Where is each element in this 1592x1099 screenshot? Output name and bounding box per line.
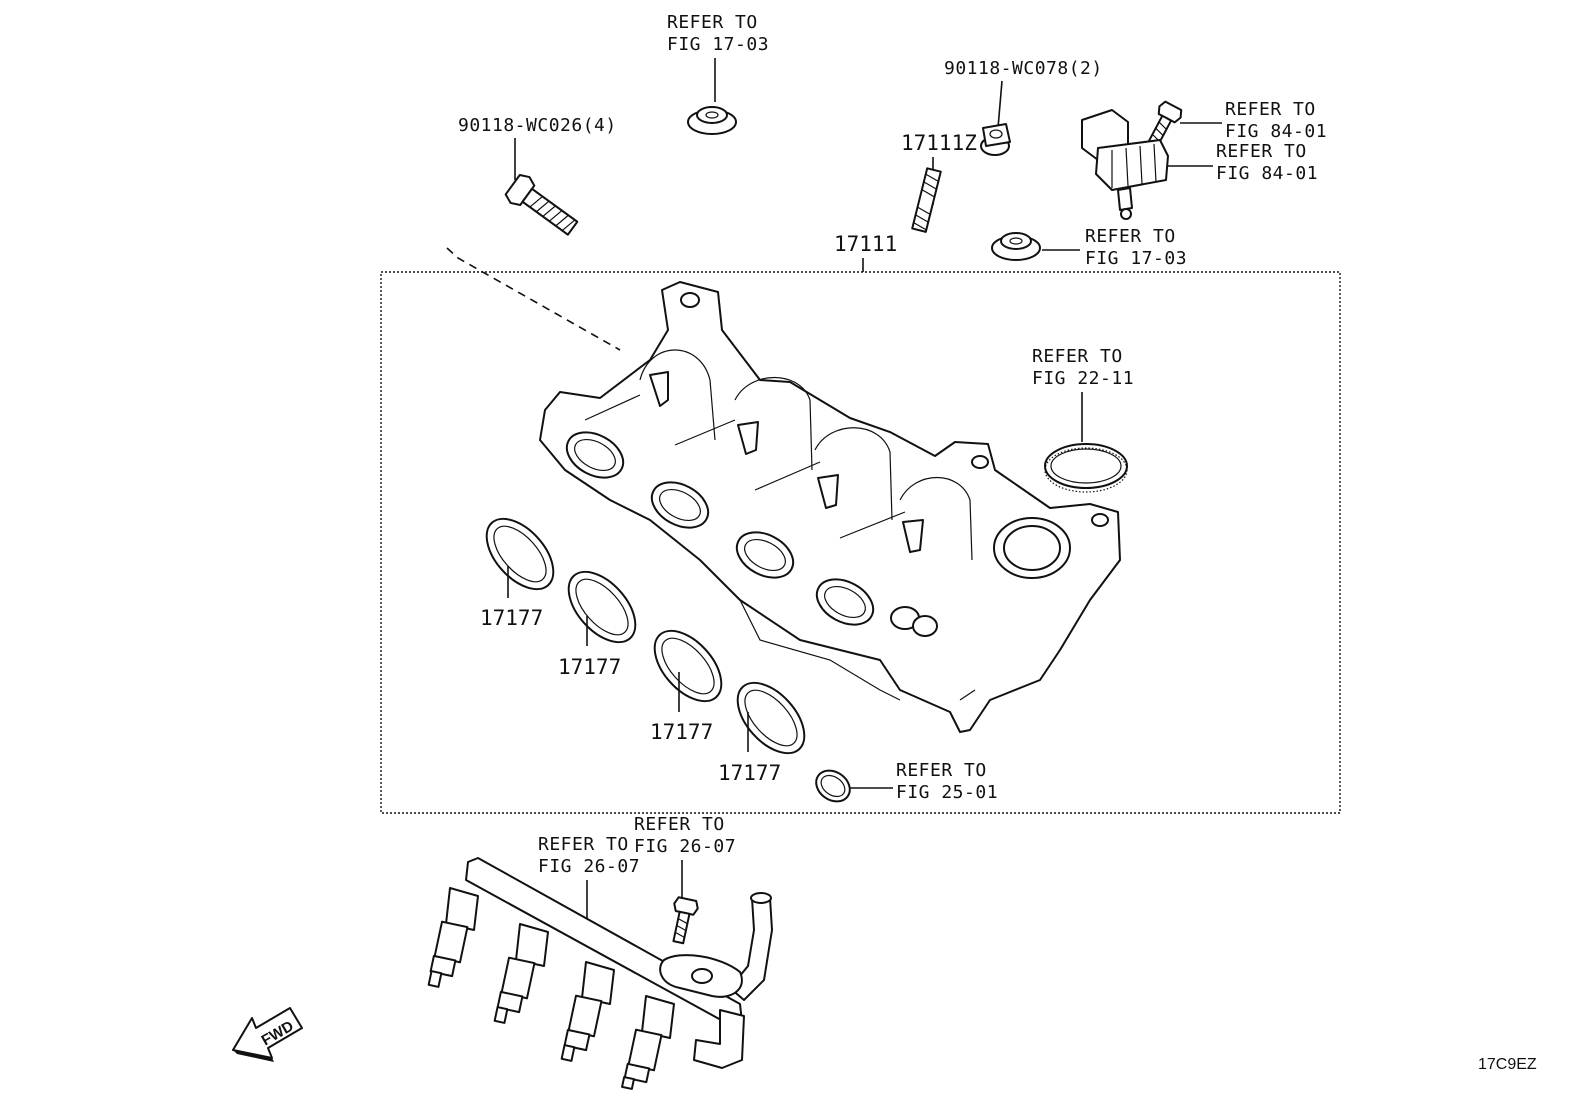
dashed-install-line (446, 247, 621, 351)
callout-manifold-part-number[interactable]: 17111 (834, 232, 897, 256)
callout-gasket-part-number[interactable]: 17177 (480, 606, 543, 630)
callout-refer-fig-84-01-b[interactable]: REFER TO FIG 84-01 (1216, 141, 1318, 184)
bolt-icon (504, 174, 579, 236)
assembly-box (380, 271, 1341, 814)
callout-text: FIG 84-01 (1216, 163, 1318, 184)
drawing-code: 17C9EZ (1478, 1056, 1537, 1073)
callout-refer-fig-17-03-top[interactable]: REFER TO FIG 17-03 (667, 12, 769, 55)
callout-text: FIG 22-11 (1032, 368, 1134, 389)
callout-gasket-part-number[interactable]: 17177 (650, 720, 713, 744)
callout-text: REFER TO (1216, 141, 1307, 162)
rail-bolt-icon (672, 896, 699, 945)
callout-refer-fig-25-01[interactable]: REFER TO FIG 25-01 (896, 760, 998, 803)
seal-ring-icon (1044, 443, 1128, 493)
pressure-sensor-icon (1081, 109, 1169, 220)
callout-text: REFER TO (634, 814, 725, 835)
callout-refer-fig-17-03-right[interactable]: REFER TO FIG 17-03 (1085, 226, 1187, 269)
callout-text: REFER TO (538, 834, 629, 855)
callout-gasket-part-number[interactable]: 17177 (718, 761, 781, 785)
intake-manifold-icon (539, 281, 1121, 733)
o-ring-icon (815, 769, 851, 803)
callout-refer-fig-26-07-b[interactable]: REFER TO FIG 26-07 (634, 814, 736, 857)
callout-nut-part-number[interactable]: 90118-WC078(2) (944, 58, 1103, 79)
callout-text: REFER TO (1032, 346, 1123, 367)
callout-text: REFER TO (667, 12, 758, 33)
callout-text: REFER TO (1225, 99, 1316, 120)
stud-icon (911, 167, 942, 233)
callout-gasket-part-number[interactable]: 17177 (558, 655, 621, 679)
gasket-4-icon (736, 681, 806, 755)
gasket-1-icon (485, 517, 555, 591)
callout-refer-fig-84-01-a[interactable]: REFER TO FIG 84-01 (1225, 99, 1327, 142)
callout-text: FIG 84-01 (1225, 121, 1327, 142)
callout-text: FIG 17-03 (1085, 248, 1187, 269)
fwd-arrow-icon (232, 1007, 303, 1062)
gasket-3-icon (653, 629, 723, 703)
callout-text: REFER TO (896, 760, 987, 781)
callout-refer-fig-26-07-a[interactable]: REFER TO FIG 26-07 (538, 834, 640, 877)
grommet-right-icon (991, 232, 1041, 261)
fuel-rail-icon (427, 857, 773, 1090)
callout-refer-fig-22-11[interactable]: REFER TO FIG 22-11 (1032, 346, 1134, 389)
callout-text: FIG 26-07 (538, 856, 640, 877)
callout-text: FIG 17-03 (667, 34, 769, 55)
callout-text: FIG 26-07 (634, 836, 736, 857)
gasket-2-icon (567, 570, 637, 644)
callout-bolt-part-number[interactable]: 90118-WC026(4) (458, 115, 617, 136)
grommet-top-icon (687, 106, 737, 135)
leader-line (997, 80, 1003, 129)
callout-stud-part-number[interactable]: 17111Z (901, 131, 977, 155)
flange-nut-icon (980, 123, 1011, 156)
callout-text: FIG 25-01 (896, 782, 998, 803)
callout-text: REFER TO (1085, 226, 1176, 247)
